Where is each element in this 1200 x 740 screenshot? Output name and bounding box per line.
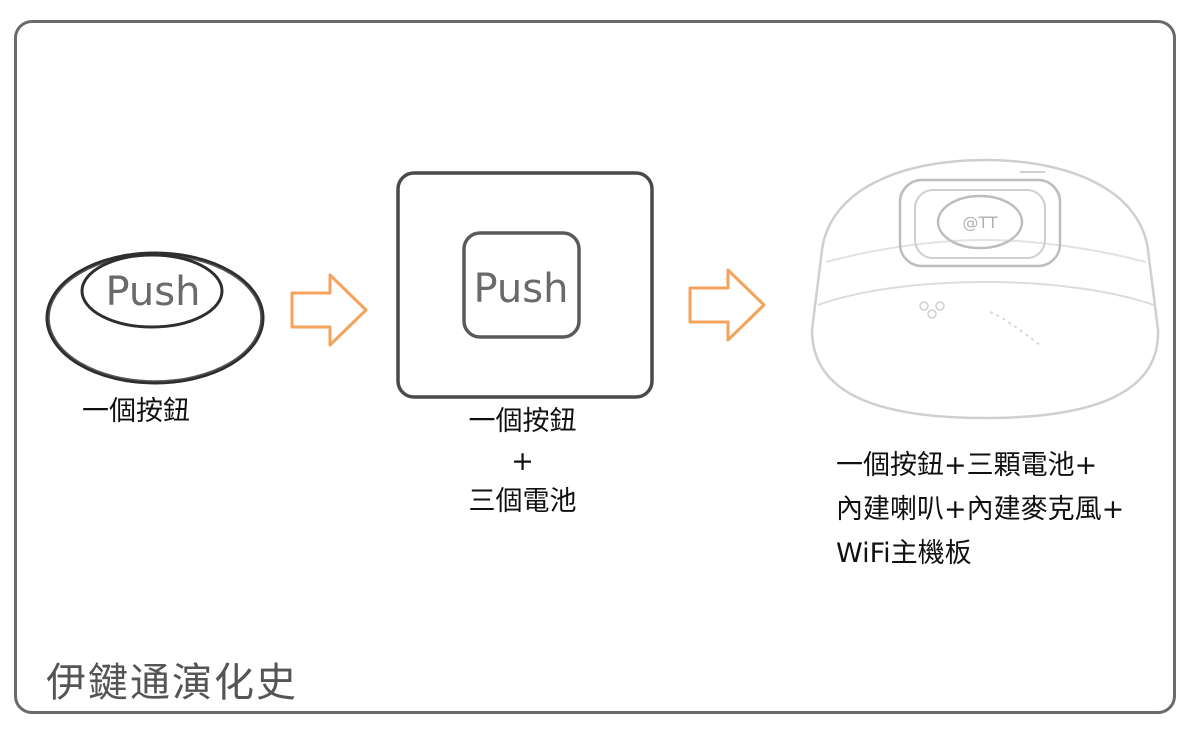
stage-3-caption: 一個按鈕+三顆電池+ 內建喇叭+內建麥克風+ WiFi主機板 [836,444,1124,576]
stage-1-push-label: Push [106,269,201,315]
caption-line: 三個電池 [468,486,577,517]
caption-line: 一個按鈕+三顆電池+ [836,450,1098,481]
caption-line: 一個按鈕 [468,406,577,437]
diagram-frame [14,20,1176,714]
caption-line: 內建喇叭+內建麥克風+ [836,494,1125,525]
diagram-title: 伊鍵通演化史 [46,660,298,706]
stage-1-round-button: Push [45,251,265,385]
stage-1-caption: 一個按鈕 [82,392,190,432]
caption-line: + [511,446,534,477]
stage-3-device: @TT [810,158,1160,420]
caption-line: WiFi主機板 [836,538,972,569]
device-logo: @TT [962,213,997,232]
stage-2-square-box: Push [396,171,654,399]
stage-2-caption: 一個按鈕 + 三個電池 [440,402,605,522]
caption-line: 一個按鈕 [82,396,190,427]
right-arrow-icon [688,268,766,342]
stage-2-push-label: Push [474,266,569,312]
right-arrow-icon [290,273,368,347]
